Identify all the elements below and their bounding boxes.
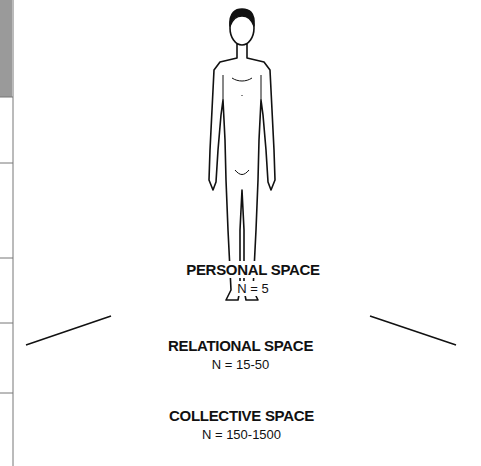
relational-space: RELATIONAL SPACE N = 15-50 PERSONAL SPACE N… <box>107 215 374 380</box>
group-size: N = 5 <box>235 281 270 296</box>
personal-space: PERSONAL SPACE N = 5 <box>178 258 328 308</box>
space-label: RELATIONAL SPACE <box>166 337 315 354</box>
space-ellipse <box>107 215 374 380</box>
page-edge-fragment <box>0 0 13 466</box>
person-figure <box>209 9 275 300</box>
group-size: N = 15-50 <box>210 357 271 372</box>
space-label: COLLECTIVE SPACE <box>167 407 316 424</box>
space-label: PERSONAL SPACE <box>184 261 322 278</box>
group-size: N = 150-1500 <box>200 427 283 442</box>
collective-space: COLLECTIVE SPACE N = 150-1500 RELATIONAL S… <box>4 149 479 461</box>
